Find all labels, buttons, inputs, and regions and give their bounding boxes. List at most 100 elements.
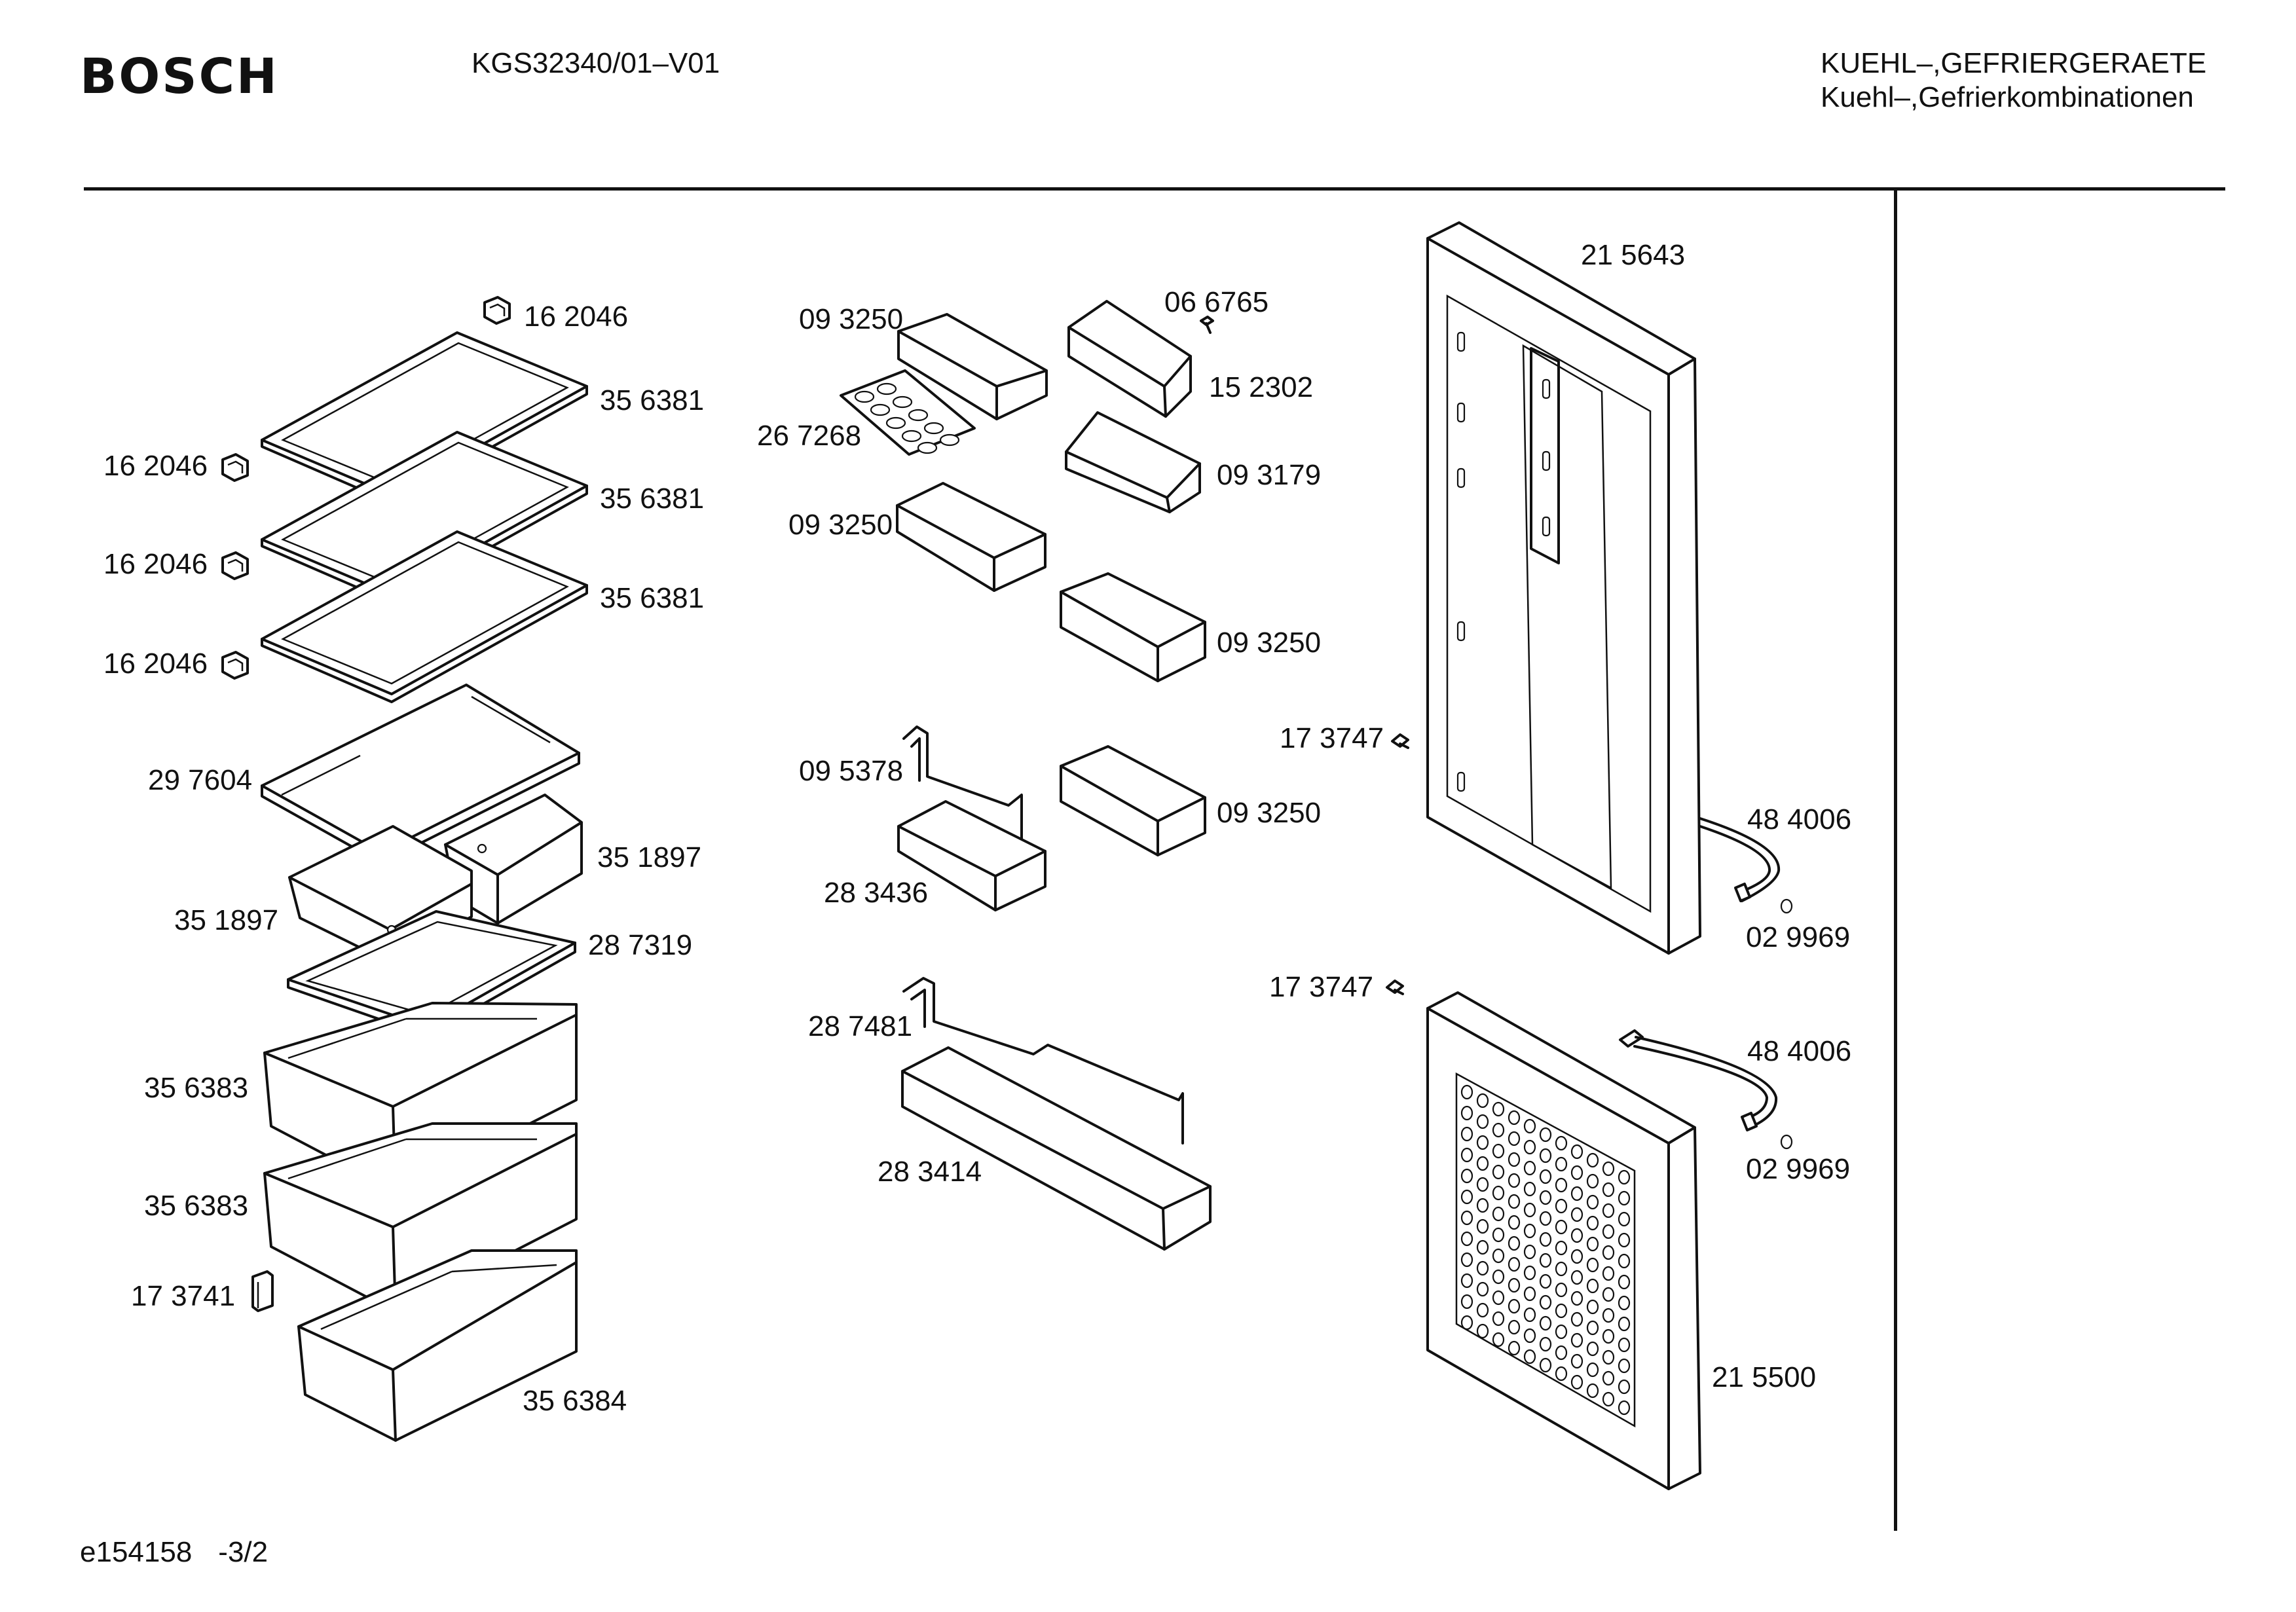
vent-hole [1586,1257,1599,1273]
vent-hole [1508,1340,1521,1356]
vent-hole [1508,1256,1521,1272]
vent-hole [1523,1244,1536,1260]
vent-hole [1602,1328,1615,1344]
part-label: 17 3741 [131,1280,235,1312]
vent-hole [1460,1294,1473,1310]
part-label: 09 3250 [1217,627,1321,659]
vent-hole [1570,1144,1583,1160]
part-label: 16 2046 [103,548,208,580]
part-label: 09 3250 [1217,797,1321,829]
vent-hole [1492,1311,1505,1327]
vent-hole [1555,1282,1568,1298]
vent-hole [1508,1277,1521,1293]
vent-hole [1508,1236,1521,1251]
vent-hole [1602,1349,1615,1365]
vent-hole [1618,1400,1631,1416]
door-bottle-rack-middle-left [896,482,1046,592]
vent-hole [1570,1374,1583,1390]
part-label: 48 4006 [1747,1035,1851,1067]
vent-hole [1460,1231,1473,1247]
part-label: 26 7268 [757,420,861,452]
vent-hole [1602,1161,1615,1177]
vent-hole [1476,1198,1489,1213]
vent-hole [1618,1295,1631,1311]
part-label: 21 5500 [1712,1361,1816,1393]
freezer-door [1426,991,1701,1490]
part-label: 35 6381 [600,582,704,614]
vent-hole [1523,1223,1536,1239]
vent-hole [1555,1219,1568,1235]
vent-hole [1523,1181,1536,1197]
vent-hole [1586,1152,1599,1168]
vent-hole [1555,1261,1568,1277]
vent-hole [1618,1337,1631,1353]
vent-hole [1602,1224,1615,1239]
vent-hole [1460,1252,1473,1268]
vent-hole [1492,1185,1505,1201]
vent-hole [1508,1319,1521,1335]
vent-hole [1539,1357,1552,1373]
vent-hole [1523,1160,1536,1176]
vent-hole [1586,1215,1599,1231]
part-label: 28 3414 [878,1156,982,1188]
crisper-box-small-right [444,794,583,925]
door-handle-lower [1619,1029,1778,1131]
vent-hole [1460,1126,1473,1142]
vent-hole [1492,1164,1505,1180]
part-label: 09 3250 [788,509,893,541]
part-label: 35 6381 [600,384,704,416]
vent-hole [1508,1215,1521,1230]
vent-hole [1508,1110,1521,1126]
vent-hole [1618,1211,1631,1227]
vent-hole [1539,1336,1552,1352]
vent-hole [1539,1273,1552,1289]
vent-hole [1555,1324,1568,1340]
vent-hole [1586,1383,1599,1399]
vent-hole [1586,1341,1599,1357]
vent-hole [1476,1114,1489,1129]
vent-hole [1492,1248,1505,1264]
header-rule [84,187,2225,191]
vent-hole [1539,1127,1552,1143]
vent-hole [1602,1308,1615,1323]
hinge-screw-small [1200,316,1214,334]
vent-hole [1523,1202,1536,1218]
door-rack-upper-right [1065,411,1201,513]
part-label: 16 2046 [524,301,628,333]
vent-hole [1602,1245,1615,1260]
vent-hole [1570,1270,1583,1285]
vent-hole [1555,1303,1568,1319]
vent-hole [1555,1345,1568,1361]
vent-hole [1618,1379,1631,1395]
vent-hole [1570,1311,1583,1327]
vent-hole [1618,1169,1631,1185]
vent-hole [1539,1190,1552,1205]
part-label: 16 2046 [103,450,208,482]
vent-hole [1539,1315,1552,1331]
part-label: 28 3436 [824,877,928,909]
vent-hole [1523,1349,1536,1365]
vent-hole [1460,1168,1473,1184]
handle-cap-upper [1780,898,1793,914]
vent-hole [1523,1286,1536,1302]
part-label: 35 6384 [523,1385,627,1417]
vent-hole [1586,1320,1599,1336]
category-title: KUEHL–,GEFRIERGERAETE [1821,47,2207,79]
vent-hole [1476,1156,1489,1171]
part-label: 09 3250 [799,303,903,335]
vent-hole [1460,1210,1473,1226]
vent-hole [1523,1118,1536,1134]
vent-hole [1618,1190,1631,1206]
model-number: KGS32340/01–V01 [472,47,720,79]
vent-hole [1586,1173,1599,1189]
vent-hole [1539,1294,1552,1310]
vent-hole [1460,1105,1473,1121]
vent-hole [1508,1298,1521,1314]
vent-hole [1555,1156,1568,1172]
dairy-compartment-lid [1067,300,1192,418]
vent-hole [1508,1173,1521,1188]
bottle-retainer-wire-small [902,725,1023,852]
vent-hole [1602,1287,1615,1302]
